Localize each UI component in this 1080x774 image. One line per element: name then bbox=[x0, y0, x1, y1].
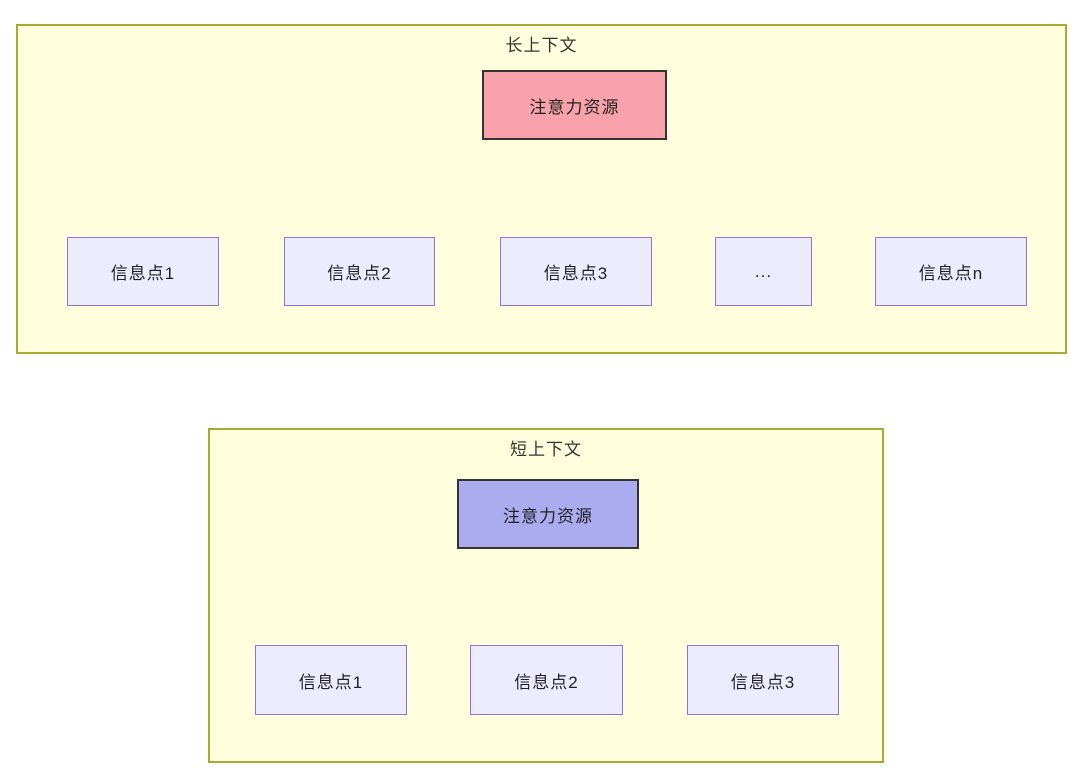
info-node-label: ... bbox=[754, 261, 773, 281]
info-node-label: 信息点3 bbox=[543, 264, 609, 283]
attention-resource-node-short: 注意力资源 bbox=[457, 479, 639, 549]
info-node-long-ellipsis: ... bbox=[715, 237, 812, 306]
info-node-label: 信息点1 bbox=[298, 672, 364, 692]
info-node-long-n: 信息点n bbox=[875, 237, 1027, 306]
info-node-label: 信息点n bbox=[918, 264, 984, 283]
panel-long-context-title: 长上下文 bbox=[505, 36, 578, 55]
panel-short-context: 短上下文 注意力资源 信息点1 信息点2 信息点3 bbox=[208, 428, 884, 763]
info-node-short-2: 信息点2 bbox=[470, 645, 623, 715]
info-node-long-2: 信息点2 bbox=[284, 237, 435, 306]
info-node-long-1: 信息点1 bbox=[67, 237, 219, 306]
attention-resource-label: 注意力资源 bbox=[503, 506, 593, 526]
info-node-label: 信息点2 bbox=[327, 264, 392, 283]
info-node-label: 信息点1 bbox=[110, 264, 176, 283]
info-node-label: 信息点2 bbox=[514, 672, 579, 692]
panel-long-context: 长上下文 注意力资源 信息点1 信息点2 信息点3 ... 信息点n bbox=[16, 24, 1067, 354]
info-node-short-3: 信息点3 bbox=[687, 645, 839, 715]
info-node-short-1: 信息点1 bbox=[255, 645, 407, 715]
info-node-label: 信息点3 bbox=[730, 672, 796, 692]
attention-resource-node-long: 注意力资源 bbox=[482, 70, 667, 140]
info-node-long-3: 信息点3 bbox=[500, 237, 652, 306]
attention-resource-label: 注意力资源 bbox=[529, 97, 620, 117]
panel-short-context-title: 短上下文 bbox=[510, 440, 582, 459]
